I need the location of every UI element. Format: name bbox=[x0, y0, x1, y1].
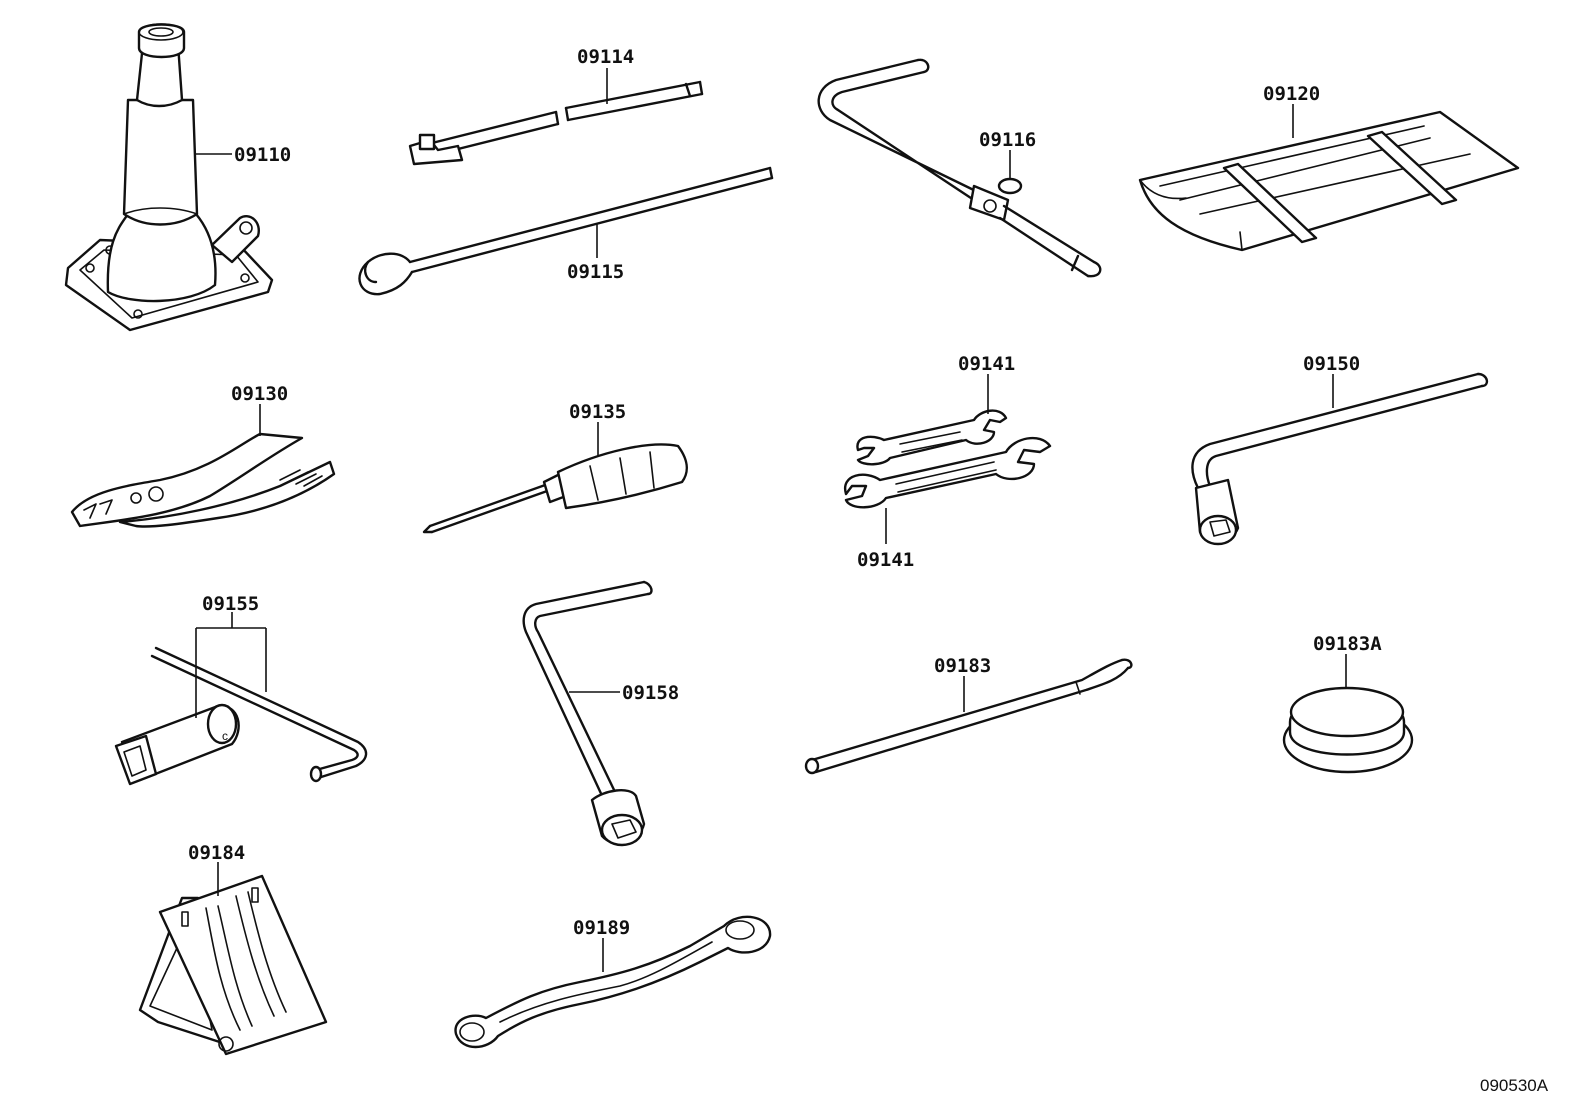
cap-drawing bbox=[1282, 686, 1414, 774]
part-number: 09155 bbox=[202, 593, 259, 615]
part-label-09130: 09130 bbox=[231, 383, 288, 436]
part-number: 09184 bbox=[188, 842, 245, 864]
part-label-09141-bottom: 09141 bbox=[857, 508, 914, 571]
part-number: 09189 bbox=[573, 917, 630, 939]
part-label-09135: 09135 bbox=[569, 401, 626, 456]
open-end-wrenches-drawing bbox=[843, 409, 1052, 509]
tire-lever-drawing bbox=[804, 658, 1133, 775]
part-number: 09141 bbox=[857, 549, 914, 571]
wheel-nut-wrench-drawing bbox=[522, 580, 653, 847]
part-number: 09116 bbox=[979, 129, 1036, 151]
part-label-09115: 09115 bbox=[567, 223, 624, 283]
tool-bag-drawing bbox=[1138, 110, 1520, 252]
part-label-09114: 09114 bbox=[577, 46, 634, 104]
jack-handle-drawing bbox=[817, 58, 1102, 278]
part-number: 09115 bbox=[567, 261, 624, 283]
part-label-09110: 09110 bbox=[196, 144, 291, 166]
part-label-09116: 09116 bbox=[979, 129, 1036, 178]
part-number: 09141 bbox=[958, 353, 1015, 375]
jack-drawing bbox=[64, 23, 274, 332]
part-label-09189: 09189 bbox=[573, 917, 630, 972]
extension-bar-drawing bbox=[408, 80, 704, 166]
part-label-09120: 09120 bbox=[1263, 83, 1320, 138]
box-wrench-drawing bbox=[454, 915, 772, 1049]
part-number: 09183 bbox=[934, 655, 991, 677]
part-label-09183: 09183 bbox=[934, 655, 991, 712]
part-label-09150: 09150 bbox=[1303, 353, 1360, 408]
hook-wrench-drawing bbox=[358, 166, 774, 296]
part-label-09158: 09158 bbox=[569, 682, 679, 704]
part-number: 09120 bbox=[1263, 83, 1320, 105]
part-number: 09114 bbox=[577, 46, 634, 68]
part-number: 09135 bbox=[569, 401, 626, 423]
part-label-09141-top: 09141 bbox=[958, 353, 1015, 414]
wheel-chock-drawing bbox=[138, 874, 328, 1056]
part-label-09155: 09155 bbox=[195, 593, 267, 718]
diagram-reference-code: 090530A bbox=[1480, 1076, 1549, 1095]
part-number: 09110 bbox=[234, 144, 291, 166]
svg-text:c: c bbox=[222, 729, 228, 743]
part-number: 09150 bbox=[1303, 353, 1360, 375]
screwdriver-drawing bbox=[422, 443, 688, 534]
socket-bar-drawing: c bbox=[114, 646, 368, 786]
part-number: 09183A bbox=[1313, 633, 1382, 655]
part-number: 09158 bbox=[622, 682, 679, 704]
part-label-09184: 09184 bbox=[188, 842, 245, 896]
pliers-drawing bbox=[70, 432, 336, 528]
part-label-09183A: 09183A bbox=[1313, 633, 1382, 688]
lug-wrench-l-drawing bbox=[1191, 372, 1489, 546]
part-number: 09130 bbox=[231, 383, 288, 405]
